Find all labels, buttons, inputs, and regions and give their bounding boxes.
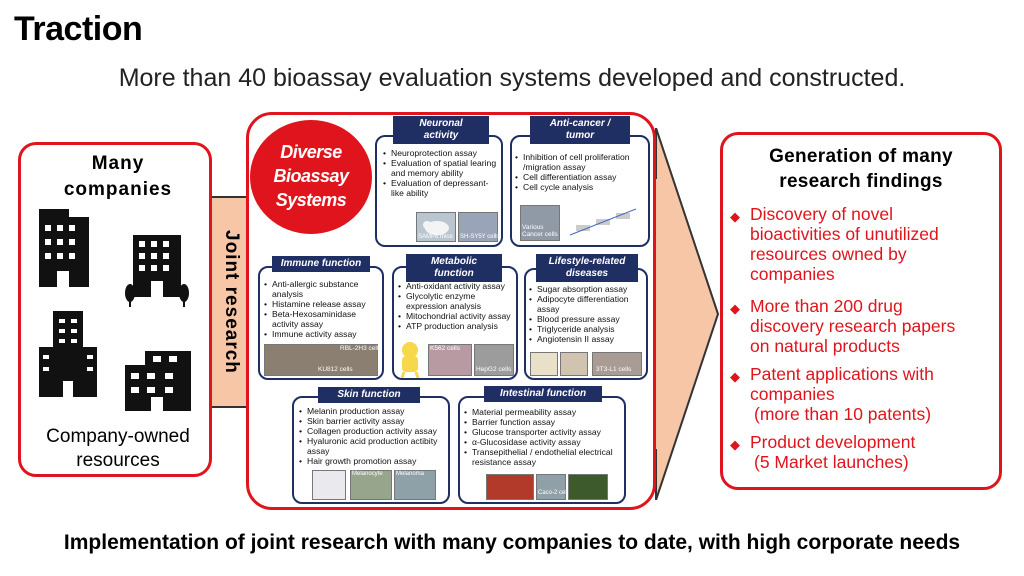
list-item: Hyaluronic acid production actibity assa… [299, 436, 449, 456]
research-findings-box [720, 132, 1002, 490]
diamond-icon: ◆ [730, 301, 740, 316]
list-item: Glycolytic enzyme expression analysis [398, 291, 516, 311]
photo-label: Melanoma [396, 471, 425, 477]
list-item: Cell differentiation assay [515, 172, 647, 182]
chili-photo [486, 474, 534, 500]
list-item: Skin barrier activity assay [299, 416, 449, 426]
photo-label: 3T3-L1 cells [596, 366, 632, 373]
immune-cell-photo [264, 344, 378, 376]
melanoma-photo [394, 470, 436, 500]
photo-label: K562 cells [430, 345, 460, 352]
panel-intestinal-title: Intestinal function [484, 386, 602, 402]
research-findings-title: Generation of many research findings [769, 146, 953, 192]
photo-label: Melanocyte [352, 471, 383, 477]
cancer-cell-photo [520, 205, 560, 241]
list-item: Collagen production activity assay [299, 426, 449, 436]
list-item: Histamine release assay [264, 299, 382, 309]
photo-label: Various Cancer cells [522, 224, 558, 238]
diamond-icon: ◆ [730, 369, 740, 384]
panel-immune-list: Anti-allergic substance analysis Histami… [264, 279, 382, 339]
list-item: Immune activity assay [264, 329, 382, 339]
office-building-icon [125, 235, 189, 307]
sugar-photo [530, 352, 558, 376]
panel-lifestyle-list: Sugar absorption assay Adipocyte differe… [529, 284, 647, 344]
office-building-icon [39, 209, 89, 287]
adipocyte-photo [592, 352, 642, 376]
photo-label: HepG2 cells [476, 366, 512, 373]
list-item: Blood pressure assay [529, 314, 647, 324]
list-item: Mitochondrial activity assay [398, 311, 516, 321]
finding-item: ◆ Patent applications with companies (mo… [730, 364, 934, 424]
photo-label: KU812 cells [318, 366, 353, 373]
panel-immune-title: Immune function [272, 256, 370, 272]
cartoon-character-icon [400, 342, 420, 378]
companies-box: Many companies [18, 142, 212, 477]
diverse-bioassay-badge: Diverse Bioassay Systems [250, 120, 372, 234]
list-item: Anti-oxidant activity assay [398, 281, 516, 291]
panel-neuronal-title: Neuronal activity [393, 116, 489, 144]
list-item: Evaluation of spatial learing and memory… [383, 158, 499, 178]
k562-cell-photo [428, 344, 472, 376]
list-item: Neuroprotection assay [383, 148, 499, 158]
joint-research-label: Joint research [221, 230, 242, 374]
cell-photo [458, 212, 498, 242]
list-item: Adipocyte differentiation assay [529, 294, 647, 314]
photo-label: SH-SY5Y cells [460, 234, 500, 240]
panel-neuronal-list: Neuroprotection assay Evaluation of spat… [383, 148, 499, 198]
companies-title: Many companies [63, 153, 173, 200]
joint-research-connector [212, 196, 250, 408]
list-item: α-Glucosidase activity assay [464, 437, 624, 447]
panel-metabolic-list: Anti-oxidant activity assay Glycolytic e… [398, 281, 516, 331]
panel-lifestyle-title: Lifestyle-related diseases [536, 254, 638, 282]
list-item: Beta-Hexosaminidase activity assay [264, 309, 382, 329]
cell-cycle-diagram-icon [569, 208, 637, 236]
list-item: Glucose transporter activity assay [464, 427, 624, 437]
list-item: Cell cycle analysis [515, 182, 647, 192]
panel-intestinal-list: Material permeability assay Barrier func… [464, 407, 624, 467]
page-title: Traction [14, 10, 143, 48]
list-item: Transepithelial / endothelial electrical… [464, 447, 624, 467]
list-item: Material permeability assay [464, 407, 624, 417]
diamond-icon: ◆ [730, 209, 740, 224]
panel-anticancer-list: Inhibition of cell proliferation /migrat… [515, 152, 647, 192]
photo-label: SAMP8 mice [418, 234, 453, 240]
rat-photo [560, 352, 588, 376]
list-item: Melanin production assay [299, 406, 449, 416]
photo-label: RBL-2H3 cells [340, 345, 382, 352]
list-item: Evaluation of depressant-like ability [383, 178, 499, 198]
companies-caption: Company-owned resources [46, 426, 190, 471]
office-building-icon [39, 311, 97, 397]
panel-skin-list: Melanin production assay Skin barrier ac… [299, 406, 449, 466]
list-item: ATP production analysis [398, 321, 516, 331]
page-subtitle: More than 40 bioassay evaluation systems… [118, 64, 906, 92]
melanocyte-photo [350, 470, 392, 500]
list-item: Inhibition of cell proliferation /migrat… [515, 152, 647, 172]
panel-metabolic-title: Metabolic function [406, 254, 502, 282]
panel-skin-title: Skin function [318, 387, 420, 403]
panel-anticancer-title: Anti-cancer / tumor [530, 116, 630, 144]
hepg2-cell-photo [474, 344, 514, 376]
list-item: Triglyceride analysis [529, 324, 647, 334]
finding-item: ◆ Product development (5 Market launches… [730, 432, 916, 472]
list-item: Hair growth promotion assay [299, 456, 449, 466]
caco2-cell-photo [536, 474, 566, 500]
list-item: Angiotensin II assay [529, 334, 647, 344]
finding-item: ◆ More than 200 drug discovery research … [730, 296, 956, 356]
cosmetics-photo [312, 470, 346, 500]
list-item: Anti-allergic substance analysis [264, 279, 382, 299]
list-item: Barrier function assay [464, 417, 624, 427]
office-building-icon [125, 351, 191, 411]
list-item: Sugar absorption assay [529, 284, 647, 294]
finding-item: ◆ Discovery of novel bioactivities of un… [730, 204, 939, 284]
footer-statement: Implementation of joint research with ma… [63, 531, 961, 554]
fluorescence-photo [568, 474, 608, 500]
photo-label: Caco-2 cells [538, 490, 572, 496]
diamond-icon: ◆ [730, 437, 740, 452]
mouse-photo [416, 212, 456, 242]
